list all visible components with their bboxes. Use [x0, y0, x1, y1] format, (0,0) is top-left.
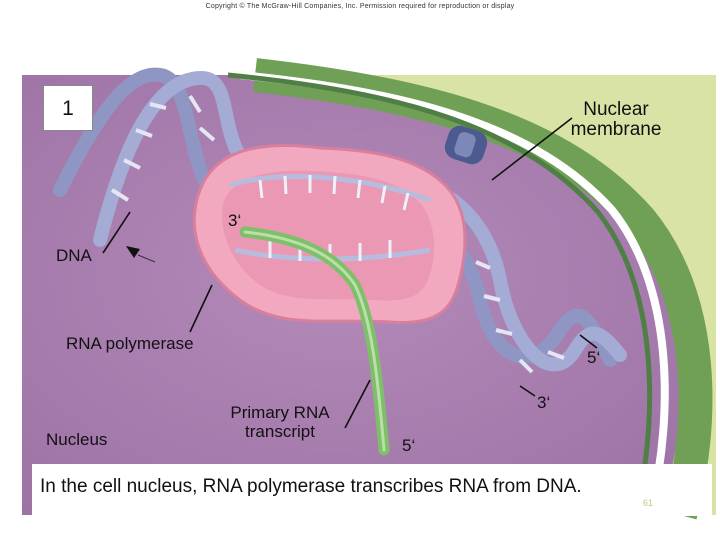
label-5-prime-right: 5‘: [587, 348, 601, 367]
label-3-prime-top: 3‘: [228, 211, 242, 230]
step-number: 1: [62, 97, 74, 120]
copyright-notice: Copyright © The McGraw-Hill Companies, I…: [205, 3, 515, 10]
label-nucleus: Nucleus: [46, 430, 108, 449]
label-rna-polymerase: RNA polymerase: [66, 334, 194, 353]
label-3-prime-right: 3‘: [537, 393, 551, 412]
label-5-prime-bottom: 5‘: [402, 436, 416, 455]
caption-box: In the cell nucleus, RNA polymerase tran…: [32, 464, 712, 516]
label-nuclear-membrane: Nuclear membrane: [560, 100, 672, 140]
label-primary-rna-transcript: Primary RNA transcript: [212, 403, 348, 441]
leader-lines: [102, 117, 598, 429]
label-dna: DNA: [56, 246, 92, 265]
nuclear-pore: [444, 125, 488, 165]
nuclear-membrane-inner-band: [239, 71, 669, 516]
rna-polymerase-core: [222, 170, 435, 301]
dna-arrowhead: [126, 246, 140, 258]
label-primary-rna-transcript-line2: transcript: [245, 422, 315, 441]
nuclear-membrane-inner: [227, 72, 653, 516]
caption-text: In the cell nucleus, RNA polymerase tran…: [40, 476, 582, 497]
label-primary-rna-transcript-line1: Primary RNA: [230, 403, 330, 422]
step-number-box: 1: [43, 85, 93, 131]
label-nuclear-membrane-line1: Nuclear: [583, 99, 649, 120]
label-nuclear-membrane-line2: membrane: [570, 119, 662, 140]
rna-transcript-highlight: [243, 230, 386, 452]
page-number: 61: [643, 498, 654, 508]
